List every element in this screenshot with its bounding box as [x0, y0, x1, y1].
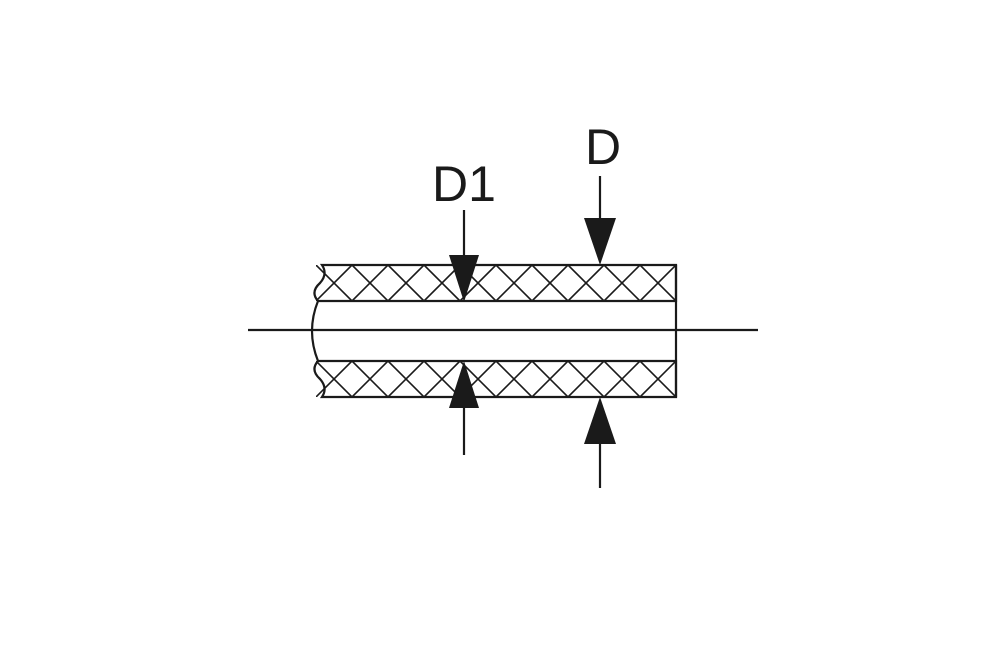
- hatch-line: [639, 361, 676, 397]
- d1-label: D1: [432, 156, 496, 212]
- hatch-line: [316, 265, 353, 301]
- hatch-line: [712, 361, 748, 397]
- hatch-line: [423, 361, 461, 397]
- hatch-line: [675, 299, 676, 301]
- hatch-line: [675, 395, 676, 397]
- hatch-line: [639, 265, 676, 301]
- d-label: D: [585, 119, 621, 175]
- hatch-line: [316, 361, 317, 363]
- d-bottom-arrow: [584, 397, 616, 488]
- d1-bottom-arrow: [449, 361, 479, 455]
- top-wall-outline: [313, 263, 678, 303]
- hatch-line: [316, 361, 353, 397]
- hatch-line: [712, 265, 748, 301]
- hatch-line: [495, 265, 533, 301]
- hatch-line: [531, 361, 569, 397]
- hatch-line: [603, 361, 641, 397]
- hatch-line: [316, 265, 317, 267]
- hatch-line: [531, 265, 569, 301]
- bottom-wall-outline: [313, 359, 678, 399]
- hatch-line: [495, 361, 533, 397]
- hatch-line: [675, 361, 676, 363]
- hatch-line: [423, 265, 461, 301]
- bottom-wall-hatching: [316, 361, 748, 397]
- hatch-line: [603, 265, 641, 301]
- hatch-line: [316, 395, 317, 397]
- hatch-line: [567, 265, 605, 301]
- d-top-arrow: [584, 176, 616, 265]
- hatch-line: [351, 265, 389, 301]
- bore-break-edge: [310, 300, 320, 362]
- hatch-line: [316, 299, 317, 301]
- hatch-line: [351, 361, 389, 397]
- top-wall-hatching: [316, 265, 748, 301]
- hatch-line: [675, 265, 676, 267]
- hatch-line: [387, 265, 425, 301]
- hatch-line: [712, 361, 748, 397]
- d1-top-arrow: [449, 210, 479, 302]
- hatch-line: [567, 361, 605, 397]
- hatch-line: [387, 361, 425, 397]
- hatch-line: [712, 265, 748, 301]
